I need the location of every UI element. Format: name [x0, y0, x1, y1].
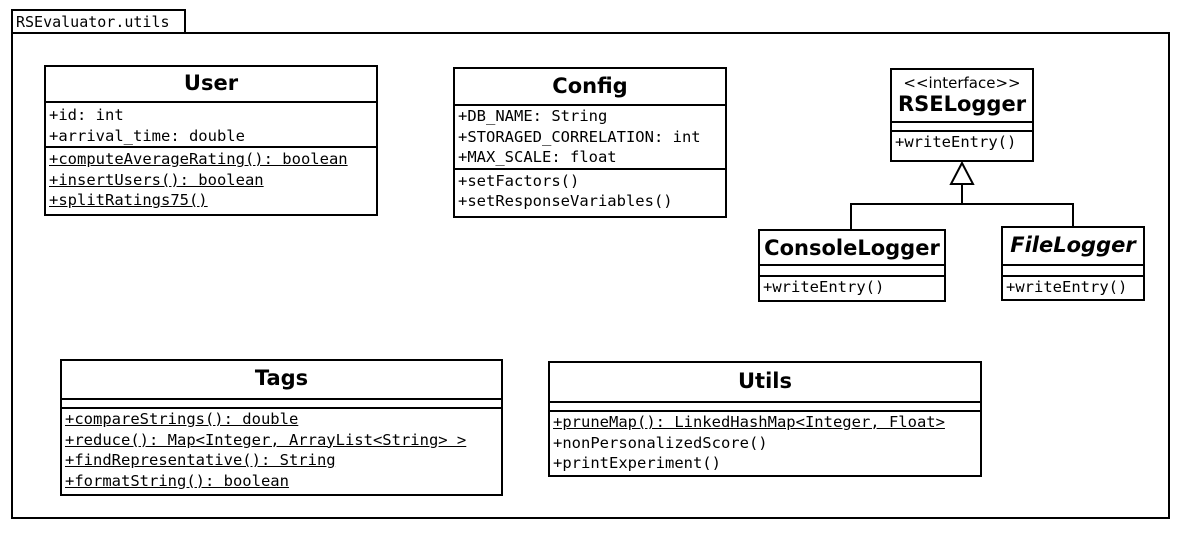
operation: +nonPersonalizedScore() [553, 433, 768, 452]
attribute: +MAX_SCALE: float [458, 148, 617, 166]
class-utils[interactable]: Utils +pruneMap(): LinkedHashMap<Integer… [548, 361, 982, 477]
class-consolelogger-name: ConsoleLogger [764, 236, 940, 260]
class-utils-attributes [550, 401, 980, 410]
operation: +findRepresentative(): String [65, 451, 336, 469]
operation: +setResponseVariables() [458, 192, 673, 210]
operation: +splitRatings75() [49, 191, 208, 209]
package-name: RSEvaluator.utils [11, 9, 186, 32]
class-tags-name: Tags [254, 366, 309, 390]
class-utils-name: Utils [738, 369, 792, 393]
operation: +writeEntry() [1006, 278, 1128, 296]
package-frame[interactable] [11, 32, 1170, 519]
interface-rselogger-name: RSELogger [897, 92, 1027, 116]
class-tags-operations: +compareStrings(): double +reduce(): Map… [62, 407, 501, 491]
generalization-arrowhead [949, 160, 975, 185]
operation: +writeEntry() [763, 278, 885, 296]
attribute: +STORAGED_CORRELATION: int [458, 127, 701, 146]
operation: +writeEntry() [895, 133, 1017, 151]
class-user[interactable]: User +id: int +arrival_time: double +com… [44, 65, 378, 216]
class-tags-attributes [62, 398, 501, 407]
class-user-operations: +computeAverageRating(): boolean +insert… [46, 146, 376, 211]
class-config-operations: +setFactors() +setResponseVariables() [455, 167, 725, 212]
operation: +setFactors() [458, 171, 580, 190]
attribute: +id: int [49, 106, 124, 124]
class-config-name: Config [552, 74, 628, 98]
class-config[interactable]: Config +DB_NAME: String +STORAGED_CORREL… [453, 67, 727, 218]
attribute: +DB_NAME: String [458, 107, 608, 125]
class-user-name: User [183, 71, 239, 95]
class-filelogger-operations: +writeEntry() [1003, 275, 1143, 298]
operation: +formatString(): boolean [65, 471, 289, 490]
interface-stereotype: <<interface>> [903, 74, 1021, 92]
interface-rselogger-operations: +writeEntry() [892, 130, 1032, 153]
class-config-attributes: +DB_NAME: String +STORAGED_CORRELATION: … [455, 104, 725, 168]
class-filelogger[interactable]: FileLogger +writeEntry() [1001, 226, 1145, 301]
operation: +reduce(): Map<Integer, ArrayList<String… [65, 430, 467, 449]
operation: +printExperiment() [553, 454, 721, 472]
operation: +computeAverageRating(): boolean [49, 150, 348, 168]
interface-rselogger[interactable]: <<interface>> RSELogger +writeEntry() [890, 68, 1034, 162]
operation: +insertUsers(): boolean [49, 170, 264, 189]
class-consolelogger-attributes [760, 264, 944, 275]
class-filelogger-attributes [1003, 264, 1143, 275]
operation: +compareStrings(): double [65, 410, 299, 428]
class-consolelogger[interactable]: ConsoleLogger +writeEntry() [758, 229, 946, 302]
class-user-attributes: +id: int +arrival_time: double [46, 101, 376, 146]
attribute: +arrival_time: double [49, 126, 245, 145]
interface-rselogger-attributes [892, 121, 1032, 130]
operation: +pruneMap(): LinkedHashMap<Integer, Floa… [553, 413, 945, 431]
class-consolelogger-operations: +writeEntry() [760, 275, 944, 298]
class-filelogger-name: FileLogger [1010, 233, 1136, 257]
class-utils-operations: +pruneMap(): LinkedHashMap<Integer, Floa… [550, 410, 980, 474]
class-tags[interactable]: Tags +compareStrings(): double +reduce()… [60, 359, 503, 496]
